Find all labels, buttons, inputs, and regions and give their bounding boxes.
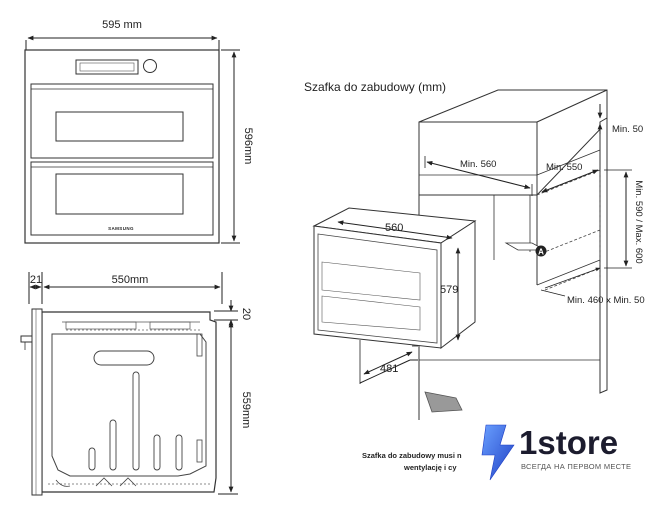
door-profile xyxy=(31,308,43,496)
control-knob-icon xyxy=(143,59,157,73)
side-embossed-panel xyxy=(93,350,155,366)
logo-tagline: ВСЕГДА НА ПЕРВОМ МЕСТЕ xyxy=(521,462,631,471)
oven-width-dimension-line xyxy=(337,220,453,240)
oven-inner-contour xyxy=(51,333,207,477)
installation-note-line-2: wentylację i cy xyxy=(403,463,457,472)
cabinet-installation: Szafka do zabudowy (mm) Min. 50 Min. 5 xyxy=(304,80,645,472)
brand-label: SAMSUNG xyxy=(108,226,134,231)
oven-height-label: 579 xyxy=(440,284,458,296)
cabinet-upper-box xyxy=(418,89,608,196)
lightning-bolt-icon xyxy=(481,424,515,481)
cabinet-plinth xyxy=(424,391,463,413)
store-logo: 1store ВСЕГДА НА ПЕРВОМ МЕСТЕ xyxy=(481,424,631,481)
side-view: 21 550mm xyxy=(20,272,252,496)
oven-depth-label: 481 xyxy=(380,363,398,375)
control-display xyxy=(75,59,139,75)
installation-note-line-1: Szafka do zabudowy musi n xyxy=(362,451,462,460)
height-range-label: Min. 590 / Max. 600 xyxy=(633,180,644,263)
door-thickness-label: 21 xyxy=(30,274,42,286)
door-handle xyxy=(20,335,33,343)
min-depth-label: Min. 550 xyxy=(546,162,582,173)
oven-side-outline xyxy=(41,311,217,493)
top-gap-label: 20 xyxy=(240,308,252,320)
front-width-label: 595 mm xyxy=(102,19,142,31)
upper-door-window xyxy=(55,111,184,142)
min-width-label: Min. 560 xyxy=(460,159,496,170)
lower-door-window xyxy=(55,173,184,215)
cabinet-side-panel xyxy=(599,117,608,394)
logo-name: 1store xyxy=(519,424,618,461)
opening-label: Min. 460 x Min. 50 xyxy=(567,295,645,306)
min-top-label: Min. 50 xyxy=(612,124,643,135)
min-width-dimension-line xyxy=(426,160,531,190)
min-depth-dimension-line xyxy=(541,169,599,193)
oven-width-label: 560 xyxy=(385,222,403,234)
vent-opening-outline xyxy=(536,229,601,291)
marker-a-label: A xyxy=(538,248,544,257)
front-height-label: 596mm xyxy=(242,128,254,165)
inserted-oven-front xyxy=(313,225,442,349)
depth-label: 550mm xyxy=(112,274,149,286)
marker-a-icon xyxy=(535,245,547,257)
side-height-label: 559mm xyxy=(240,392,252,429)
front-view: 595 mm SAMSUNG 596mm xyxy=(24,19,254,244)
cabinet-title: Szafka do zabudowy (mm) xyxy=(304,80,446,94)
